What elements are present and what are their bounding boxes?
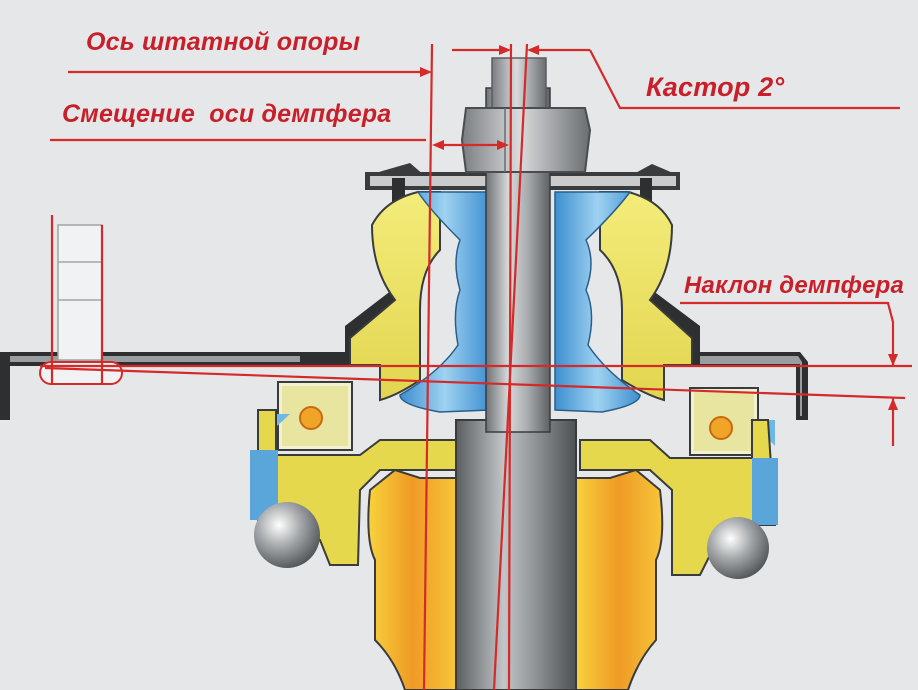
tilt-leader	[680, 301, 895, 366]
damper-body	[455, 419, 577, 690]
caster-label: Кастор 2°	[646, 72, 785, 102]
rubber-element	[349, 191, 693, 402]
damper-bushing	[399, 191, 641, 413]
standard-mount-axis-label: Ось штатной опоры	[86, 28, 361, 56]
damper-tilt-label: Наклон демпфера	[684, 272, 905, 299]
bearing-housing	[367, 468, 664, 690]
top-nut	[460, 107, 592, 173]
annotation-lines	[40, 43, 912, 690]
caster-leader	[589, 49, 900, 110]
tilted-reference-line	[44, 366, 906, 400]
rod-end	[491, 57, 547, 109]
spring-coil-sections	[254, 502, 769, 579]
damper-axis-offset-label: Смещение оси демпфера	[62, 100, 392, 128]
